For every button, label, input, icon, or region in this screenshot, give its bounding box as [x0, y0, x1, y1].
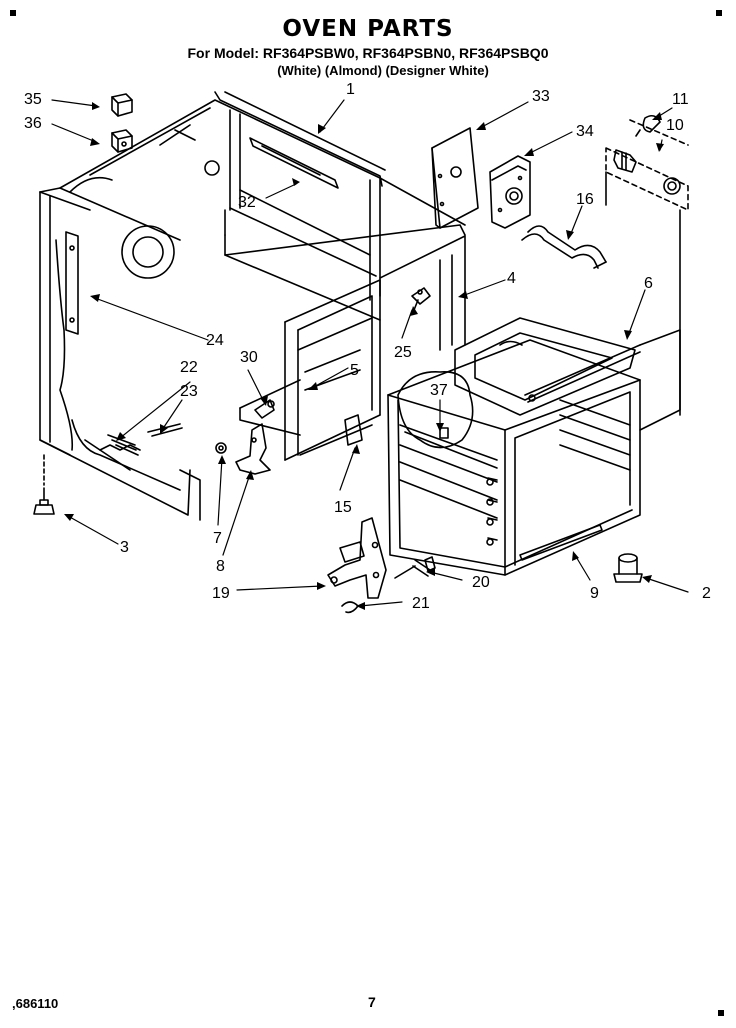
front-frame: [284, 235, 466, 461]
light-socket-bracket: [489, 155, 531, 229]
bake-element-wiring: [71, 419, 183, 491]
callout-arrowheads: [64, 102, 664, 610]
callout-labels: 1 2 3 4 5 6 7 8 9 10 11 15 16 19 20 21 2…: [24, 81, 711, 612]
callout-3: 3: [120, 539, 129, 556]
callout-34: 34: [576, 123, 594, 140]
callout-33: 33: [532, 88, 550, 105]
callout-leader-lines: [51, 99, 689, 607]
model-colors: (White) (Almond) (Designer White): [277, 63, 489, 78]
callout-8: 8: [216, 558, 225, 575]
callout-1: 1: [346, 81, 355, 98]
callout-11: 11: [672, 91, 689, 108]
callout-16: 16: [576, 191, 594, 208]
vent-bracket: [431, 127, 479, 229]
callout-9: 9: [590, 585, 599, 602]
nut: [215, 442, 227, 454]
oven-liner: [387, 317, 641, 576]
control-knob-36: [111, 129, 133, 153]
callout-6: 6: [644, 275, 653, 292]
page-number: 7: [368, 994, 376, 1010]
element-bracket-strip: [55, 231, 79, 451]
callout-22: 22: [180, 359, 198, 376]
burner-orifice: [411, 287, 431, 311]
leveling-leg: [33, 454, 55, 515]
callout-2: 2: [702, 585, 711, 602]
registration-mark-bottom-right: [718, 1010, 724, 1016]
callout-4: 4: [507, 270, 516, 287]
callout-32: 32: [238, 194, 256, 211]
callout-19: 19: [212, 585, 230, 602]
control-knob-35: [111, 93, 133, 117]
registration-mark-top-right: [716, 10, 722, 16]
liner-back-frame: [639, 329, 681, 431]
callout-7: 7: [213, 530, 222, 547]
callout-24: 24: [206, 332, 224, 349]
document-number: ,686110: [12, 996, 59, 1011]
retaining-clip: [341, 601, 359, 614]
door-hinge-bracket: [327, 517, 387, 599]
callout-23: 23: [180, 383, 198, 400]
callout-21: 21: [412, 595, 430, 612]
callout-36: 36: [24, 115, 42, 132]
model-numbers: For Model: RF364PSBW0, RF364PSBN0, RF364…: [187, 45, 549, 61]
callout-20: 20: [472, 574, 490, 591]
oven-light-assembly: [605, 147, 689, 416]
callout-37: 37: [430, 382, 448, 399]
callout-10: 10: [666, 117, 684, 134]
callout-25: 25: [394, 344, 412, 361]
registration-mark-top-left: [10, 10, 16, 16]
callout-15: 15: [334, 499, 352, 516]
ignition-bracket: [235, 423, 271, 475]
callout-35: 35: [24, 91, 42, 108]
vent-tube: [521, 225, 607, 269]
light-bulb: [629, 114, 689, 146]
screw: [394, 556, 436, 579]
page-title: OVEN PARTS: [282, 16, 454, 42]
callout-30: 30: [240, 349, 258, 366]
oven-body-frame: [39, 91, 466, 521]
foot-glide: [613, 553, 643, 583]
callout-5: 5: [350, 362, 359, 379]
